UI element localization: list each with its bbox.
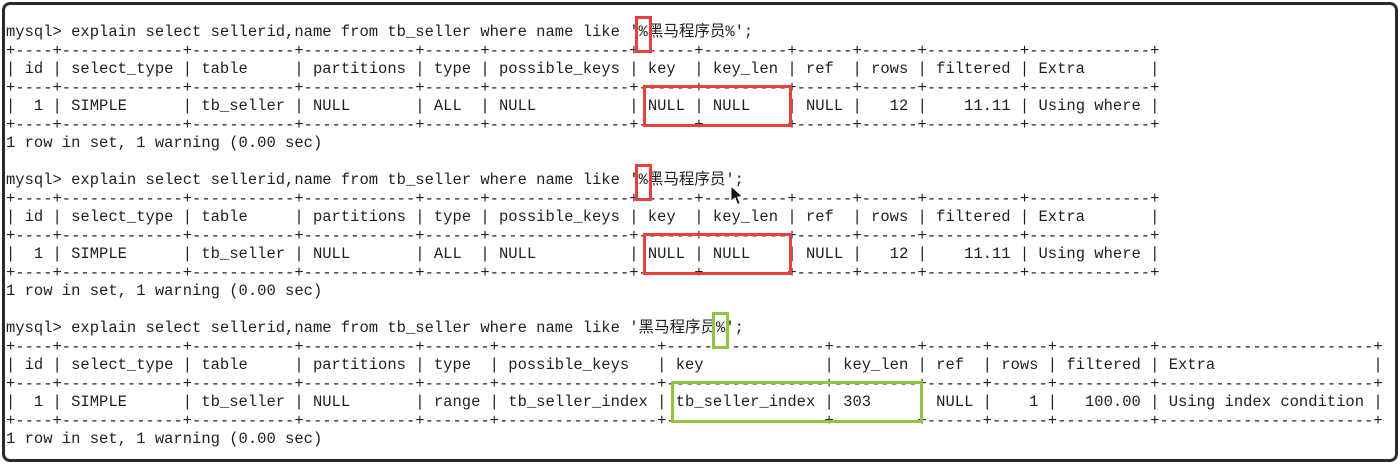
table-separator: +----+-------------+-----------+--------…: [6, 263, 1160, 282]
table-separator-line: +----+-------------+-----------+--------…: [6, 42, 1383, 61]
table-separator-line: +----+-------------+-----------+--------…: [6, 264, 1383, 283]
table-row-line: | 1 | SIMPLE | tb_seller | NULL | range …: [6, 381, 1383, 423]
mouse-cursor-icon: [730, 186, 744, 206]
wildcard-highlight-red: %: [634, 164, 652, 201]
key-columns-highlight-green: tb_seller_index | 303: [670, 381, 923, 423]
table-header: | id | select_type | table | partitions …: [6, 208, 1160, 226]
table-row-line: | 1 | SIMPLE | tb_seller | NULL | ALL | …: [6, 233, 1383, 275]
table-separator-line: +----+-------------+-----------+--------…: [6, 227, 1383, 246]
table-row-cells: | 1 | SIMPLE | tb_seller | NULL | ALL | …: [6, 97, 648, 115]
table-separator: +----+-------------+-----------+--------…: [6, 78, 1160, 97]
table-separator: +----+-------------+-----------+--------…: [6, 115, 1160, 134]
table-separator: +----+-------------+-----------+--------…: [6, 41, 1160, 60]
query-text: 黑马程序员%';: [647, 23, 754, 41]
table-header: | id | select_type | table | partitions …: [6, 356, 1383, 374]
table-row-cells: | NULL | 1 | 100.00 | Using index condit…: [917, 393, 1383, 411]
table-separator-line: +----+-------------+-----------+--------…: [6, 338, 1383, 357]
query-text: 黑马程序员';: [647, 171, 744, 189]
query-line: mysql> explain select sellerid,name from…: [6, 16, 1383, 53]
table-separator: +----+-------------+-----------+--------…: [6, 411, 1383, 430]
query-line: mysql> explain select sellerid,name from…: [6, 312, 1383, 349]
wildcard-highlight-red: %: [634, 16, 652, 53]
table-header-line: | id | select_type | table | partitions …: [6, 60, 1383, 79]
table-row-cells: | 1 | SIMPLE | tb_seller | NULL | ALL | …: [6, 245, 648, 263]
table-separator: +----+-------------+-----------+--------…: [6, 189, 1160, 208]
table-separator-line: +----+-------------+-----------+--------…: [6, 116, 1383, 135]
table-separator-line: +----+-------------+-----------+--------…: [6, 412, 1383, 431]
status-line: 1 row in set, 1 warning (0.00 sec): [6, 282, 1383, 301]
table-row-line: | 1 | SIMPLE | tb_seller | NULL | ALL | …: [6, 85, 1383, 127]
query-text: mysql> explain select sellerid,name from…: [6, 23, 639, 41]
table-row-cells: | 1 | SIMPLE | tb_seller | NULL | range …: [6, 393, 676, 411]
table-separator: +----+-------------+-----------+--------…: [6, 337, 1383, 356]
blank-line: [6, 153, 1383, 172]
table-separator: +----+-------------+-----------+--------…: [6, 374, 1383, 393]
query-text: ';: [725, 319, 744, 337]
table-row-cells: | NULL | 12 | 11.11 | Using where |: [787, 97, 1160, 115]
status-line: 1 row in set, 1 warning (0.00 sec): [6, 134, 1383, 153]
status-line: 1 row in set, 1 warning (0.00 sec): [6, 430, 1383, 449]
table-separator-line: +----+-------------+-----------+--------…: [6, 190, 1383, 209]
query-line: mysql> explain select sellerid,name from…: [6, 164, 1383, 201]
table-separator-line: +----+-------------+-----------+--------…: [6, 375, 1383, 394]
table-separator-line: +----+-------------+-----------+--------…: [6, 79, 1383, 98]
table-header-line: | id | select_type | table | partitions …: [6, 356, 1383, 375]
table-separator: +----+-------------+-----------+--------…: [6, 226, 1160, 245]
table-header-line: | id | select_type | table | partitions …: [6, 208, 1383, 227]
query-text: mysql> explain select sellerid,name from…: [6, 319, 717, 337]
key-columns-highlight-red: NULL | NULL: [642, 233, 793, 275]
table-row-cells: | NULL | 12 | 11.11 | Using where |: [787, 245, 1160, 263]
wildcard-highlight-green: %: [711, 312, 730, 349]
table-header: | id | select_type | table | partitions …: [6, 60, 1160, 78]
terminal-output: mysql> explain select sellerid,name from…: [6, 16, 1383, 449]
rowcount-status: 1 row in set, 1 warning (0.00 sec): [6, 134, 323, 152]
blank-line: [6, 301, 1383, 320]
query-text: mysql> explain select sellerid,name from…: [6, 171, 639, 189]
key-columns-highlight-red: NULL | NULL: [642, 85, 793, 127]
rowcount-status: 1 row in set, 1 warning (0.00 sec): [6, 282, 323, 300]
rowcount-status: 1 row in set, 1 warning (0.00 sec): [6, 430, 323, 448]
